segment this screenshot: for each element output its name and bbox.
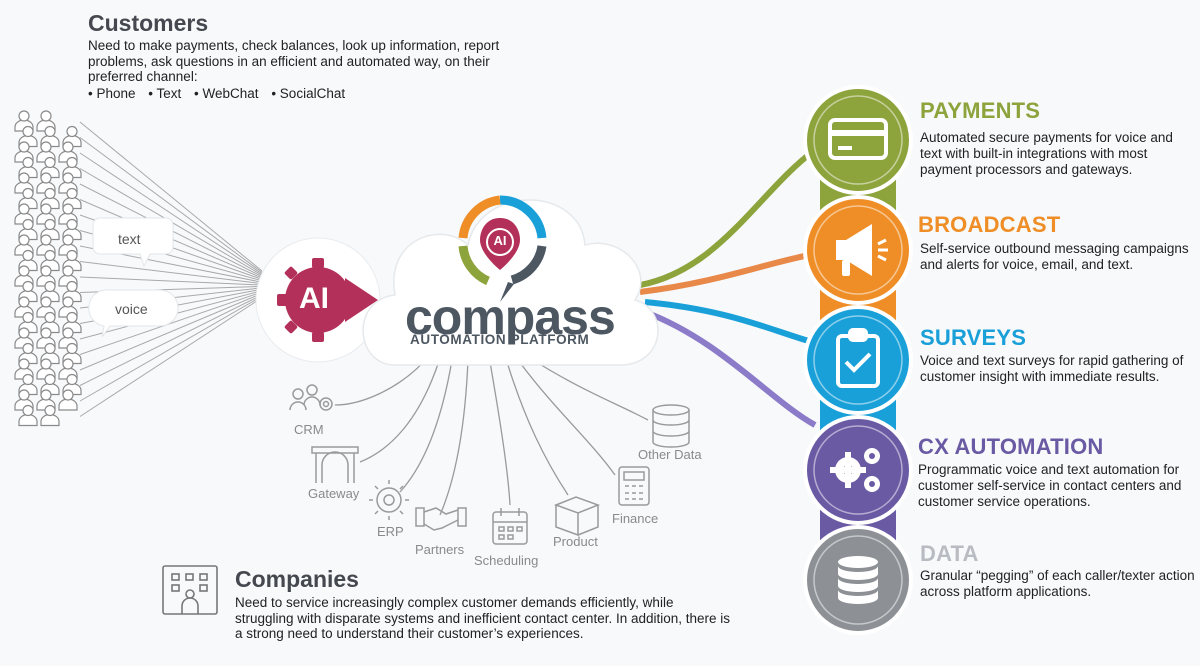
channel-text: • Text xyxy=(148,86,182,101)
customer-channels: • Phone • Text • WebChat • SocialChat xyxy=(88,86,354,101)
connection-line xyxy=(79,291,263,355)
scheduling-calendar-icon xyxy=(492,508,528,545)
surveys-description: Voice and text surveys for rapid gatheri… xyxy=(920,353,1184,384)
person-icon xyxy=(36,110,56,132)
compass-cloud xyxy=(362,199,659,366)
person-icon xyxy=(14,327,34,349)
connection-line xyxy=(79,276,263,286)
surveys-title: SURVEYS xyxy=(920,325,1027,350)
compass-logo xyxy=(458,195,547,302)
voice-bubble-label: voice xyxy=(115,301,148,317)
broadcast-circle xyxy=(803,195,913,305)
person-icon xyxy=(62,156,82,179)
connection-line xyxy=(79,297,263,417)
person-icon xyxy=(14,358,34,380)
customers-description: Need to make payments, check balances, l… xyxy=(88,38,500,84)
text-bubble xyxy=(92,217,174,268)
connection-line xyxy=(79,121,263,272)
system-label-partners: Partners xyxy=(415,542,465,557)
broadcast-title: BROADCAST xyxy=(918,212,1061,237)
data-title: DATA xyxy=(920,541,979,566)
connection-line xyxy=(79,261,263,285)
channel-webchat: • WebChat xyxy=(194,86,259,101)
connection-line xyxy=(79,294,263,386)
person-icon xyxy=(18,311,38,334)
building-icon xyxy=(162,565,218,615)
person-icon xyxy=(18,404,38,427)
person-icon xyxy=(62,280,82,303)
system-label-erp: ERP xyxy=(377,524,404,539)
connection-line xyxy=(79,152,263,275)
ai-gear-label: AI xyxy=(299,282,329,315)
system-label-product: Product xyxy=(553,534,598,549)
customer-connection-lines xyxy=(79,121,263,417)
person-icon xyxy=(14,141,34,163)
compass-subtitle: AUTOMATION PLATFORM xyxy=(410,332,590,347)
person-icon xyxy=(36,265,56,287)
system-label-finance: Finance xyxy=(612,511,659,526)
companies-description: Need to service increasingly complex cus… xyxy=(235,595,731,641)
system-label-crm: CRM xyxy=(294,422,324,437)
gears-icon xyxy=(830,448,880,492)
connection-line xyxy=(79,295,263,402)
other-data-database-icon xyxy=(652,404,690,448)
cx-automation-circle xyxy=(803,415,913,525)
person-icon xyxy=(18,187,38,210)
person-icon xyxy=(14,110,34,132)
companies-title: Companies xyxy=(235,566,359,592)
compass-logo-ai-label: AI xyxy=(493,233,507,248)
partners-handshake-icon xyxy=(415,507,467,531)
text-bubble-label: text xyxy=(118,231,141,247)
system-label-scheduling: Scheduling xyxy=(474,553,539,568)
customer-crowd-icons xyxy=(14,110,82,427)
gateway-icon xyxy=(311,446,359,483)
system-label-gateway: Gateway xyxy=(308,486,360,501)
customers-title: Customers xyxy=(88,10,209,36)
channel-phone: • Phone xyxy=(88,86,136,101)
channel-socialchat: • SocialChat xyxy=(271,86,346,101)
product-box-icon xyxy=(553,496,601,537)
database-icon xyxy=(838,556,878,604)
connection-line xyxy=(79,137,263,273)
system-connection-lines xyxy=(334,354,649,516)
ai-gear-logo xyxy=(255,237,381,363)
system-label-other-data: Other Data xyxy=(638,447,702,462)
data-description: Granular “pegging” of each caller/texter… xyxy=(920,568,1195,599)
credit-card-icon xyxy=(828,118,888,160)
surveys-circle xyxy=(803,305,913,415)
compass-brand-name: compass xyxy=(405,289,616,345)
megaphone-icon xyxy=(836,224,888,276)
erp-gear-icon xyxy=(369,480,409,520)
clipboard-check-icon xyxy=(836,328,880,388)
crm-icon xyxy=(289,384,333,411)
cx-automation-description: Programmatic voice and text automation f… xyxy=(918,462,1182,509)
voice-bubble xyxy=(88,289,179,338)
finance-calculator-icon xyxy=(618,466,650,506)
payments-title: PAYMENTS xyxy=(920,98,1041,123)
payments-circle xyxy=(803,85,913,195)
person-icon xyxy=(58,389,78,411)
person-icon xyxy=(40,404,60,427)
payments-description: Automated secure payments for voice and … xyxy=(920,130,1173,177)
connection-line xyxy=(79,292,263,371)
data-circle xyxy=(803,525,913,635)
cx-automation-title: CX AUTOMATION xyxy=(918,434,1104,459)
broadcast-description: Self-service outbound messaging campaign… xyxy=(920,241,1189,272)
